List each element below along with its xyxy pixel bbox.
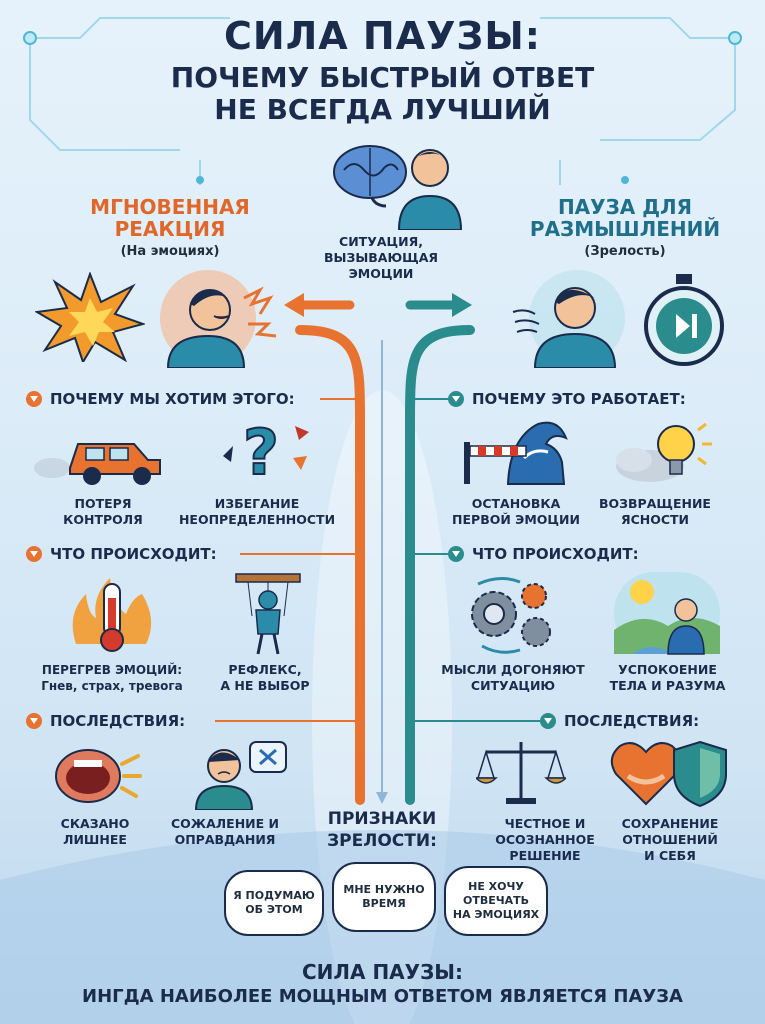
lightbulb-icon <box>616 422 712 482</box>
right-heading: ПАУЗА ДЛЯ РАЗМЫШЛЕНИЙ <box>529 195 721 241</box>
chevron-down-icon <box>448 391 464 407</box>
chevron-down-icon <box>448 546 464 562</box>
left-section-2-title: ЧТО ПРОИСХОДИТ: <box>26 545 217 563</box>
speech-bubble-3: НЕ ХОЧУ ОТВЕЧАТЬ НА ЭМОЦИЯХ <box>444 866 548 936</box>
speech-bubble-2: МНЕ НУЖНО ВРЕМЯ <box>332 862 436 932</box>
footer-conclusion: ИНГДА НАИБОЛЕЕ МОЩНЫМ ОТВЕТОМ ЯВЛЯЕТСЯ П… <box>82 986 683 1007</box>
speech-bubble-1: Я ПОДУМАЮ ОБ ЭТОМ <box>224 870 324 936</box>
sad-person-icon <box>194 741 287 810</box>
mouth-icon <box>55 749 142 803</box>
puppet-icon <box>235 573 301 655</box>
left-section-1-title: ПОЧЕМУ МЫ ХОТИМ ЭТОГО: <box>26 390 295 408</box>
car-icon <box>34 443 161 485</box>
left-item-regret: СОЖАЛЕНИЕ И ОПРАВДАНИЯ <box>171 816 279 847</box>
calm-person-icon <box>512 270 625 368</box>
right-item-preserve-relations: СОХРАНЕНИЕ ОТНОШЕНИЙ И СЕБЯ <box>621 816 719 863</box>
left-item-overheating: ПЕРЕГРЕВ ЭМОЦИЙ: Гнев, страх, тревога <box>41 663 183 693</box>
right-item-stop-first-emotion: ОСТАНОВКА ПЕРВОЙ ЭМОЦИИ <box>452 496 580 527</box>
subtitle-line-1: ПОЧЕМУ БЫСТРЫЙ ОТВЕТ <box>170 61 595 94</box>
thermometer-icon <box>72 578 152 652</box>
left-heading: МГНОВЕННАЯ РЕАКЦИЯ <box>90 195 250 241</box>
gears-icon <box>471 577 551 654</box>
left-item-avoid-uncertainty: ИЗБЕГАНИЕ НЕОПРЕДЕЛЕННОСТИ <box>178 496 336 527</box>
explosion-icon <box>35 272 145 362</box>
left-section-3-title: ПОСЛЕДСТВИЯ: <box>26 712 185 730</box>
question-icon: ? <box>223 416 309 486</box>
right-item-honest-decision: ЧЕСТНОЕ И ОСОЗНАННОЕ РЕШЕНИЕ <box>495 816 595 863</box>
scales-icon <box>476 742 566 804</box>
brain-icon <box>333 145 407 208</box>
main-title: СИЛА ПАУЗЫ: <box>224 14 541 58</box>
left-item-loss-of-control: ПОТЕРЯ КОНТРОЛЯ <box>63 496 143 527</box>
barrier-wave-icon <box>464 421 568 485</box>
footer-title: СИЛА ПАУЗЫ: <box>301 960 464 984</box>
right-item-calming: УСПОКОЕНИЕ ТЕЛА И РАЗУМА <box>609 662 726 693</box>
maturity-heading: ПРИЗНАКИ ЗРЕЛОСТИ: <box>327 809 437 851</box>
landscape-person-icon <box>614 572 720 655</box>
right-item-return-clarity: ВОЗВРАЩЕНИЕ ЯСНОСТИ <box>599 496 711 527</box>
left-item-reflex: РЕФЛЕКС, А НЕ ВЫБОР <box>220 662 310 693</box>
right-subheading: (Зрелость) <box>584 244 666 259</box>
right-section-1-title: ПОЧЕМУ ЭТО РАБОТАЕТ: <box>448 390 686 408</box>
right-item-thoughts-catch-up: МЫСЛИ ДОГОНЯЮТ СИТУАЦИЮ <box>441 662 585 693</box>
chevron-down-icon <box>26 391 42 407</box>
heart-shield-icon <box>610 740 727 808</box>
angry-person-icon <box>160 270 277 368</box>
chevron-down-icon <box>26 546 42 562</box>
situation-label: СИТУАЦИЯ, ВЫЗЫВАЮЩАЯ ЭМОЦИИ <box>323 234 439 281</box>
left-subheading: (На эмоциях) <box>120 244 220 259</box>
chevron-down-icon <box>26 713 42 729</box>
svg-text:?: ? <box>243 416 279 486</box>
stopwatch-icon <box>644 274 724 366</box>
right-section-2-title: ЧТО ПРОИСХОДИТ: <box>448 545 639 563</box>
left-item-said-too-much: СКАЗАНО ЛИШНЕЕ <box>60 816 130 847</box>
right-section-3-title: ПОСЛЕДСТВИЯ: <box>540 712 699 730</box>
chevron-down-icon <box>540 713 556 729</box>
person-icon <box>397 149 463 230</box>
subtitle-line-2: НЕ ВСЕГДА ЛУЧШИЙ <box>214 93 551 126</box>
